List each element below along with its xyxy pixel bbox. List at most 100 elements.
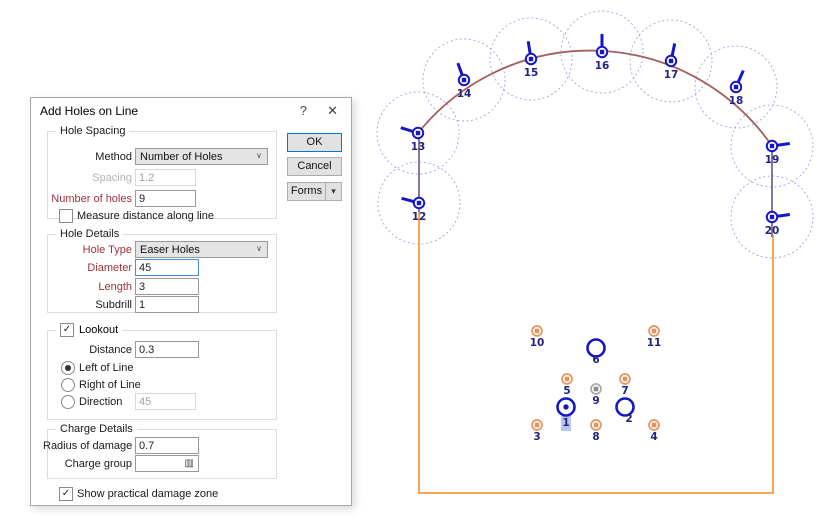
hole-number-label: 1	[562, 417, 569, 429]
hole-number-label: 19	[765, 154, 780, 166]
damage-zone-circle	[377, 161, 461, 245]
hole-17[interactable]: 17	[664, 43, 679, 81]
close-icon[interactable]: ✕	[327, 103, 338, 118]
hole-spacing-group: Hole Spacing	[47, 125, 277, 219]
direction-input[interactable]	[135, 393, 196, 410]
chevron-down-icon: ∨	[256, 244, 262, 253]
forms-button[interactable]: Forms	[290, 185, 323, 197]
selection-highlight	[561, 416, 571, 431]
damage-zone-circle	[730, 175, 814, 259]
hole-number-label: 8	[592, 431, 599, 443]
hole-number-label: 20	[765, 225, 780, 237]
left-of-line-label: Left of Line	[79, 362, 134, 374]
grid-icon[interactable]: ▥	[184, 458, 194, 469]
hole-number-label: 5	[563, 385, 570, 397]
ok-button[interactable]: OK	[287, 133, 342, 152]
damage-zone-circle	[560, 10, 644, 94]
forms-split-button[interactable]: Forms ▾	[287, 182, 342, 201]
damage-zone-circle	[730, 104, 814, 188]
hole-number-label: 13	[411, 141, 426, 153]
right-of-line-radio[interactable]	[61, 378, 75, 392]
hole-5[interactable]: 5	[561, 373, 573, 397]
number-of-holes-label: Number of holes	[51, 193, 132, 205]
subdrill-label: Subdrill	[95, 299, 132, 311]
damage-zone-circle	[422, 38, 506, 122]
dialog-titlebar[interactable]: Add Holes on Line ? ✕	[31, 98, 351, 124]
hole-number-label: 16	[595, 60, 610, 72]
show-damage-zone-checkbox[interactable]: ✓	[59, 487, 73, 501]
hole-15[interactable]: 15	[524, 40, 539, 79]
length-input[interactable]	[135, 278, 199, 295]
dialog-title: Add Holes on Line	[40, 104, 139, 118]
direction-label: Direction	[79, 396, 123, 408]
hole-number-label: 12	[412, 211, 427, 223]
hole-number-label: 10	[530, 337, 545, 349]
hole-13[interactable]: 13	[400, 126, 426, 153]
spacing-label: Spacing	[92, 172, 132, 184]
cancel-button[interactable]: Cancel	[287, 157, 342, 176]
diameter-label: Diameter	[87, 262, 132, 274]
radius-of-damage-label: Radius of damage	[43, 440, 133, 452]
hole-20[interactable]: 20	[765, 210, 791, 237]
hole-type-label: Hole Type	[82, 244, 132, 256]
hole-number-label: 15	[524, 67, 539, 79]
radius-of-damage-input[interactable]	[135, 437, 199, 454]
hole-19[interactable]: 19	[765, 139, 791, 166]
measure-distance-checkbox[interactable]	[59, 209, 73, 223]
hole-14[interactable]: 14	[456, 62, 472, 100]
hole-2[interactable]: 2	[615, 397, 635, 426]
hole-number-label: 9	[592, 395, 599, 407]
hole-7[interactable]: 7	[619, 373, 631, 397]
hole-10[interactable]: 10	[530, 325, 545, 349]
lookout-legend: Lookout	[79, 324, 119, 336]
hole-number-label: 17	[664, 69, 679, 81]
damage-zone-circle	[376, 91, 460, 175]
spacing-input[interactable]	[135, 169, 196, 186]
diameter-input[interactable]	[135, 259, 199, 276]
hole-18[interactable]: 18	[729, 69, 745, 107]
subdrill-input[interactable]	[135, 296, 199, 313]
hole-8[interactable]: 8	[590, 419, 602, 443]
hole-16[interactable]: 16	[595, 34, 610, 72]
length-label: Length	[98, 281, 132, 293]
hole-number-label: 6	[592, 354, 599, 366]
hole-11[interactable]: 11	[647, 325, 662, 349]
distance-input[interactable]	[135, 341, 199, 358]
lookout-checkbox[interactable]: ✓	[60, 323, 74, 337]
charge-group-label: Charge group	[64, 458, 132, 470]
hole-number-label: 2	[625, 413, 632, 425]
hole-number-label: 18	[729, 95, 744, 107]
direction-radio[interactable]	[61, 395, 75, 409]
hole-number-label: 4	[650, 431, 657, 443]
tunnel-outline[interactable]	[418, 210, 774, 494]
help-icon[interactable]: ?	[299, 103, 307, 118]
hole-1[interactable]: 1	[556, 397, 576, 432]
forms-dropdown-icon[interactable]: ▾	[325, 183, 341, 200]
chevron-down-icon: ∨	[256, 151, 262, 160]
charge-group-input[interactable]: ▥	[135, 455, 199, 472]
hole-3[interactable]: 3	[531, 419, 543, 443]
damage-zone-circle	[694, 45, 778, 129]
hole-12[interactable]: 12	[401, 196, 427, 223]
hole-type-value: Easer Holes	[140, 244, 200, 256]
charge-details-legend: Charge Details	[56, 423, 137, 435]
hole-number-label: 7	[621, 385, 628, 397]
method-dropdown[interactable]: Number of Holes ∨	[135, 148, 268, 165]
hole-4[interactable]: 4	[648, 419, 660, 443]
show-damage-zone-label: Show practical damage zone	[77, 488, 219, 500]
add-holes-on-line-dialog: Add Holes on Line ? ✕ Hole Spacing Metho…	[30, 97, 352, 506]
method-value: Number of Holes	[140, 151, 223, 163]
distance-label: Distance	[89, 344, 132, 356]
left-of-line-radio[interactable]	[61, 361, 75, 375]
lookout-group: ✓ Lookout	[47, 323, 277, 420]
hole-6[interactable]: 6	[586, 338, 606, 367]
damage-zone-circle	[629, 19, 713, 103]
hole-number-label: 14	[457, 88, 472, 100]
hole-9[interactable]: 9	[590, 383, 602, 407]
hole-type-dropdown[interactable]: Easer Holes ∨	[135, 241, 268, 258]
number-of-holes-input[interactable]	[135, 190, 196, 207]
right-of-line-label: Right of Line	[79, 379, 141, 391]
damage-zone-circle	[489, 17, 573, 101]
measure-distance-label: Measure distance along line	[77, 210, 214, 222]
